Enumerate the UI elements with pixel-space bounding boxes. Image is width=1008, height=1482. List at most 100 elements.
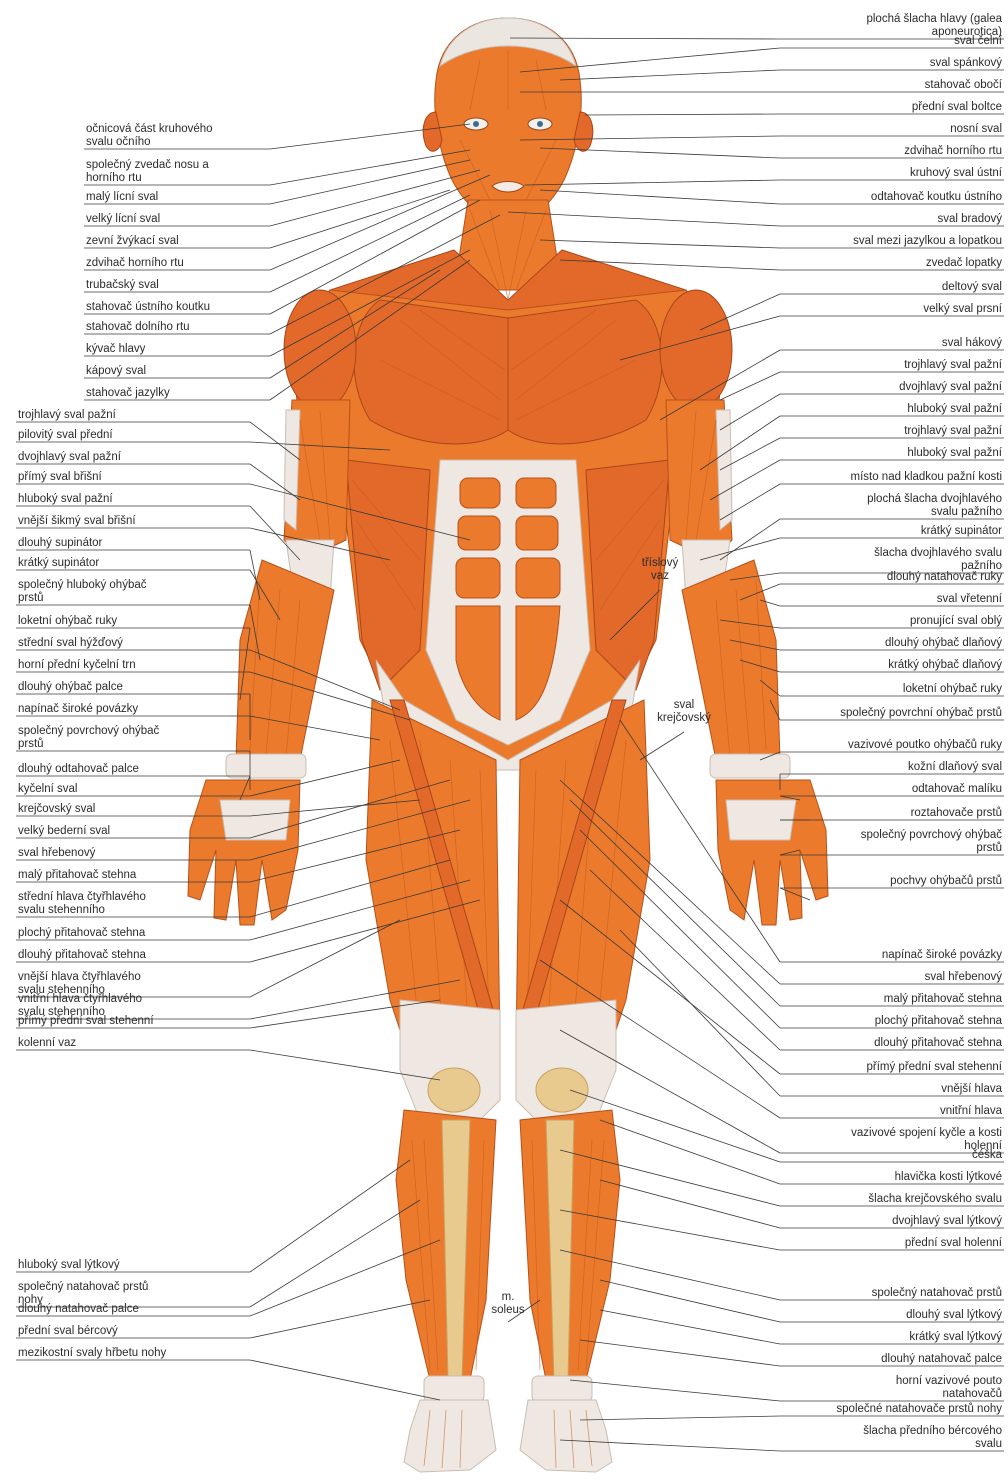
leader-line: [270, 170, 480, 226]
leader-line: [250, 1200, 420, 1307]
pectoralis-right: [508, 300, 662, 444]
label-right-55: horní vazivové poutonatahovačů: [896, 1375, 1002, 1400]
leader-line: [540, 148, 780, 158]
label-left-39: kolenní vaz: [18, 1037, 76, 1049]
label-left-8: stahovač dolního rtu: [86, 321, 190, 333]
label-right-5: nosní sval: [950, 123, 1002, 135]
leader-line: [640, 732, 684, 760]
label-right-32: kožní dlaňový sval: [908, 761, 1002, 773]
leader-line: [250, 1300, 430, 1338]
label-right-54: dlouhý natahovač palce: [881, 1353, 1002, 1365]
leader-line: [600, 1180, 780, 1228]
label-right-37: napínač široké povázky: [882, 949, 1002, 961]
foot-right: [520, 1400, 612, 1472]
leader-line: [600, 1280, 780, 1322]
label-right-15: trojhlavý sval pažní: [904, 359, 1003, 371]
label-left-15: přímý sval břišní: [18, 471, 103, 483]
label-right-39: malý přitahovač stehna: [884, 993, 1003, 1005]
label-right-20: místo nad kladkou pažní kosti: [851, 471, 1003, 483]
foot-left: [404, 1400, 496, 1472]
label-right-42: přímý přední sval stehenní: [866, 1061, 1002, 1073]
label-left-32: malý přitahovač stehna: [18, 869, 137, 881]
label-left-0: očnicová část kruhovéhosvalu očního: [86, 123, 213, 148]
label-right-29: loketní ohýbač ruky: [903, 683, 1002, 695]
label-right-50: přední sval holenní: [905, 1237, 1003, 1249]
label-right-28: krátký ohýbač dlaňový: [888, 659, 1002, 671]
label-left-38: přímý přední sval stehenní: [18, 1015, 154, 1027]
label-right-3: stahovač obočí: [925, 79, 1003, 91]
forearm-left: [236, 560, 334, 760]
label-left-27: dlouhý odtahovač palce: [18, 763, 139, 775]
label-left-7: stahovač ústního koutku: [86, 301, 210, 313]
label-left-35: dlouhý přitahovač stehna: [18, 949, 146, 961]
label-right-13: velký sval prsní: [923, 303, 1002, 315]
leader-line: [540, 240, 780, 248]
label-right-6: zdvihač horního rtu: [904, 145, 1002, 157]
label-left-34: plochý přitahovač stehna: [18, 927, 146, 939]
linea-alba-sheath: [426, 460, 590, 745]
leader-line: [585, 114, 780, 115]
label-left-4: zevní žvýkací sval: [86, 235, 179, 247]
label-right-17: hluboký sval pažní: [907, 403, 1002, 415]
label-right-48: šlacha krejčovského svalu: [868, 1193, 1002, 1205]
pectoralis-left: [354, 300, 508, 444]
label-right-36: pochvy ohýbačů prstů: [890, 875, 1002, 887]
label-right-56: společné natahovače prstů nohy: [836, 1403, 1002, 1415]
label-right-33: odtahovač malíku: [912, 783, 1002, 795]
label-right-2: sval spánkový: [930, 57, 1002, 69]
label-left-12: trojhlavý sval pažní: [18, 409, 117, 421]
leader-line: [250, 1360, 440, 1400]
label-left-11: stahovač jazylky: [86, 387, 170, 399]
label-right-23: šlacha dvojhlavého svalupažního: [874, 547, 1002, 572]
label-left-16: hluboký sval pažní: [18, 493, 113, 505]
leader-line: [250, 920, 400, 997]
label-left-19: krátký supinátor: [18, 557, 99, 569]
leader-line: [570, 1380, 780, 1401]
leader-line: [600, 1120, 780, 1184]
label-left-5: zdvihač horního rtu: [86, 257, 184, 269]
label-left-43: přední sval bércový: [18, 1325, 118, 1337]
patella-left: [428, 1068, 480, 1112]
label-right-44: vnitřní hlava: [940, 1105, 1003, 1117]
label-left-17: vnější šikmý sval břišní: [18, 515, 136, 527]
label-right-52: dlouhý sval lýtkový: [906, 1309, 1002, 1321]
label-left-13: pilovitý sval přední: [18, 429, 113, 441]
label-right-11: zvedač lopatky: [926, 257, 1002, 269]
labels-right: plochá šlacha hlavy (galeaaponeurotica)s…: [836, 13, 1002, 1450]
label-right-26: pronující sval oblý: [910, 615, 1002, 627]
label-right-43: vnější hlava: [941, 1083, 1002, 1095]
label-left-29: krejčovský sval: [18, 803, 95, 815]
label-right-31: vazivové poutko ohýbačů ruky: [848, 739, 1002, 751]
label-left-30: velký bederní sval: [18, 825, 110, 837]
muscular-figure: [188, 18, 828, 1472]
label-left-44: mezikostní svaly hřbetu nohy: [18, 1347, 167, 1359]
label-right-30: společný povrchní ohýbač prstů: [840, 707, 1002, 719]
label-right-21: plochá šlacha dvojhlavéhosvalu pažního: [867, 493, 1002, 518]
label-right-7: kruhový sval ústní: [910, 167, 1003, 179]
label-right-49: dvojhlavý sval lýtkový: [892, 1215, 1002, 1227]
label-left-10: kápový sval: [86, 365, 146, 377]
label-right-40: plochý přitahovač stehna: [875, 1015, 1003, 1027]
label-right-18: trojhlavý sval pažní: [904, 425, 1003, 437]
patella-right: [536, 1068, 588, 1112]
label-right-53: krátký sval lýtkový: [909, 1331, 1002, 1343]
label-left-42: dlouhý natahovač palce: [18, 1303, 139, 1315]
leader-line: [270, 150, 470, 185]
label-right-47: hlavička kosti lýtkové: [895, 1171, 1002, 1183]
label-right-27: dlouhý ohýbač dlaňový: [885, 637, 1002, 649]
label-right-10: sval mezi jazylkou a lopatkou: [853, 235, 1002, 247]
leader-line: [560, 70, 780, 80]
label-right-12: deltový sval: [942, 281, 1002, 293]
label-left-18: dlouhý supinátor: [18, 537, 103, 549]
leader-line: [250, 1160, 410, 1272]
label-right-4: přední sval boltce: [912, 101, 1002, 113]
label-right-8: odtahovač koutku ústního: [871, 191, 1002, 203]
label-right-16: dvojhlavý sval pažní: [899, 381, 1003, 393]
leader-line: [580, 1416, 780, 1420]
label-left-20: společný hluboký ohýbačprstů: [18, 579, 147, 604]
